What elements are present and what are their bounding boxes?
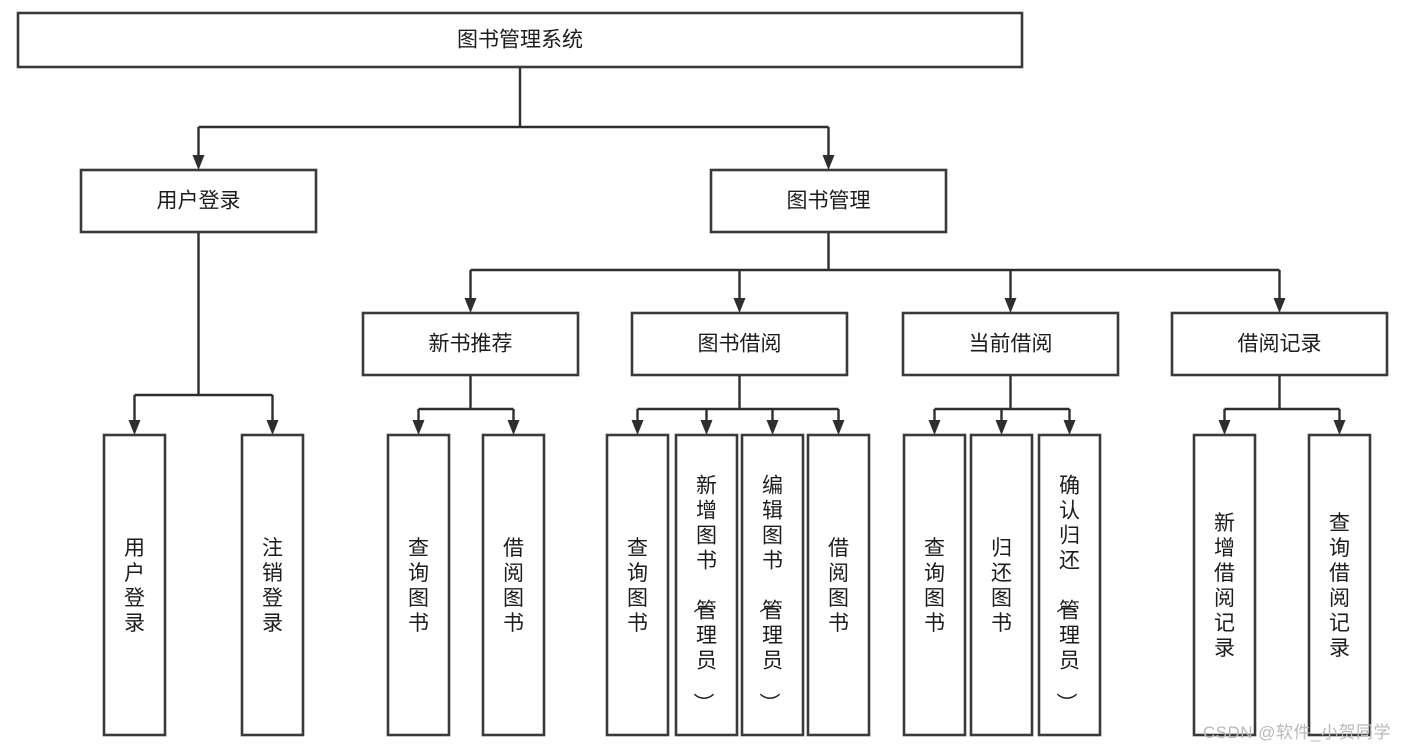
- node-label: 图书管理: [787, 190, 871, 213]
- connector-arrowhead: [1218, 420, 1231, 435]
- node-leaf-6[interactable]: 编辑图书（管理员）: [740, 433, 805, 737]
- connector-arrowhead: [1273, 298, 1286, 313]
- connector-arrowhead: [412, 420, 425, 435]
- node-leaf-10[interactable]: 确认归还（管理员）: [1037, 433, 1102, 737]
- connector-arrowhead: [631, 420, 644, 435]
- node-box: [674, 433, 739, 737]
- node-box: [386, 433, 451, 737]
- node-label: 确认归还（管理员）: [1054, 475, 1080, 714]
- node-box: [740, 433, 805, 737]
- node-box: [481, 433, 546, 737]
- node-box: [605, 433, 670, 737]
- node-label: 借阅记录: [1238, 333, 1322, 356]
- node-box: [102, 433, 167, 737]
- node-layer: 图书管理系统用户登录图书管理新书推荐图书借阅当前借阅借阅记录用户登录注销登录查询…: [16, 11, 1389, 737]
- node-box: [1307, 433, 1372, 737]
- node-box: [361, 311, 580, 377]
- node-label: 归还图书: [991, 537, 1012, 635]
- connector-arrowhead: [995, 420, 1008, 435]
- connector-arrowhead: [1004, 298, 1017, 313]
- connector-arrowhead: [1333, 420, 1346, 435]
- node-box: [1192, 433, 1257, 737]
- node-label: 用户登录: [124, 537, 145, 635]
- connector-arrowhead: [733, 298, 746, 313]
- node-label: 注销登录: [262, 537, 283, 635]
- connector-arrowhead: [700, 420, 713, 435]
- node-leaf-7[interactable]: 借阅图书: [806, 433, 871, 737]
- node-leaf-5[interactable]: 新增图书（管理员）: [674, 433, 739, 737]
- node-l3-2[interactable]: 当前借阅: [901, 311, 1120, 377]
- node-leaf-3[interactable]: 借阅图书: [481, 433, 546, 737]
- connector-layer: [128, 67, 1346, 435]
- node-leaf-1[interactable]: 注销登录: [240, 433, 305, 737]
- node-label: 用户登录: [157, 190, 241, 213]
- node-label: 查询借阅记录: [1329, 512, 1350, 660]
- node-leaf-4[interactable]: 查询图书: [605, 433, 670, 737]
- connector-arrowhead: [507, 420, 520, 435]
- node-label: 查询图书: [408, 537, 429, 635]
- node-l2-1[interactable]: 图书管理: [709, 168, 948, 234]
- node-box: [969, 433, 1034, 737]
- node-box: [1037, 433, 1102, 737]
- node-box: [79, 168, 318, 234]
- node-root-0[interactable]: 图书管理系统: [16, 11, 1024, 69]
- connector-arrowhead: [766, 420, 779, 435]
- node-l3-1[interactable]: 图书借阅: [630, 311, 849, 377]
- node-label: 图书管理系统: [457, 29, 583, 52]
- connector-arrowhead: [832, 420, 845, 435]
- node-leaf-12[interactable]: 查询借阅记录: [1307, 433, 1372, 737]
- node-label: 查询图书: [627, 537, 648, 635]
- node-l3-0[interactable]: 新书推荐: [361, 311, 580, 377]
- node-leaf-8[interactable]: 查询图书: [902, 433, 967, 737]
- node-label: 图书借阅: [698, 333, 782, 356]
- node-box: [240, 433, 305, 737]
- connector-arrowhead: [1063, 420, 1076, 435]
- connector-arrowhead: [822, 155, 835, 170]
- node-box: [902, 433, 967, 737]
- node-box: [630, 311, 849, 377]
- node-label: 当前借阅: [969, 333, 1053, 356]
- node-label: 查询图书: [924, 537, 945, 635]
- node-label: 借阅图书: [828, 537, 849, 635]
- node-label: 新书推荐: [429, 333, 513, 356]
- connector-arrowhead: [128, 420, 141, 435]
- node-leaf-0[interactable]: 用户登录: [102, 433, 167, 737]
- node-leaf-2[interactable]: 查询图书: [386, 433, 451, 737]
- connector-arrowhead: [464, 298, 477, 313]
- node-box: [1170, 311, 1389, 377]
- connector-arrowhead: [192, 155, 205, 170]
- connector-arrowhead: [928, 420, 941, 435]
- node-box: [806, 433, 871, 737]
- node-box: [709, 168, 948, 234]
- node-box: [901, 311, 1120, 377]
- node-label: 编辑图书（管理员）: [757, 475, 783, 714]
- node-label: 新增图书（管理员）: [691, 475, 717, 714]
- node-l3-3[interactable]: 借阅记录: [1170, 311, 1389, 377]
- node-box: [16, 11, 1024, 69]
- node-l2-0[interactable]: 用户登录: [79, 168, 318, 234]
- node-label: 借阅图书: [503, 537, 524, 635]
- node-leaf-9[interactable]: 归还图书: [969, 433, 1034, 737]
- node-label: 新增借阅记录: [1214, 512, 1235, 660]
- node-leaf-11[interactable]: 新增借阅记录: [1192, 433, 1257, 737]
- connector-arrowhead: [266, 420, 279, 435]
